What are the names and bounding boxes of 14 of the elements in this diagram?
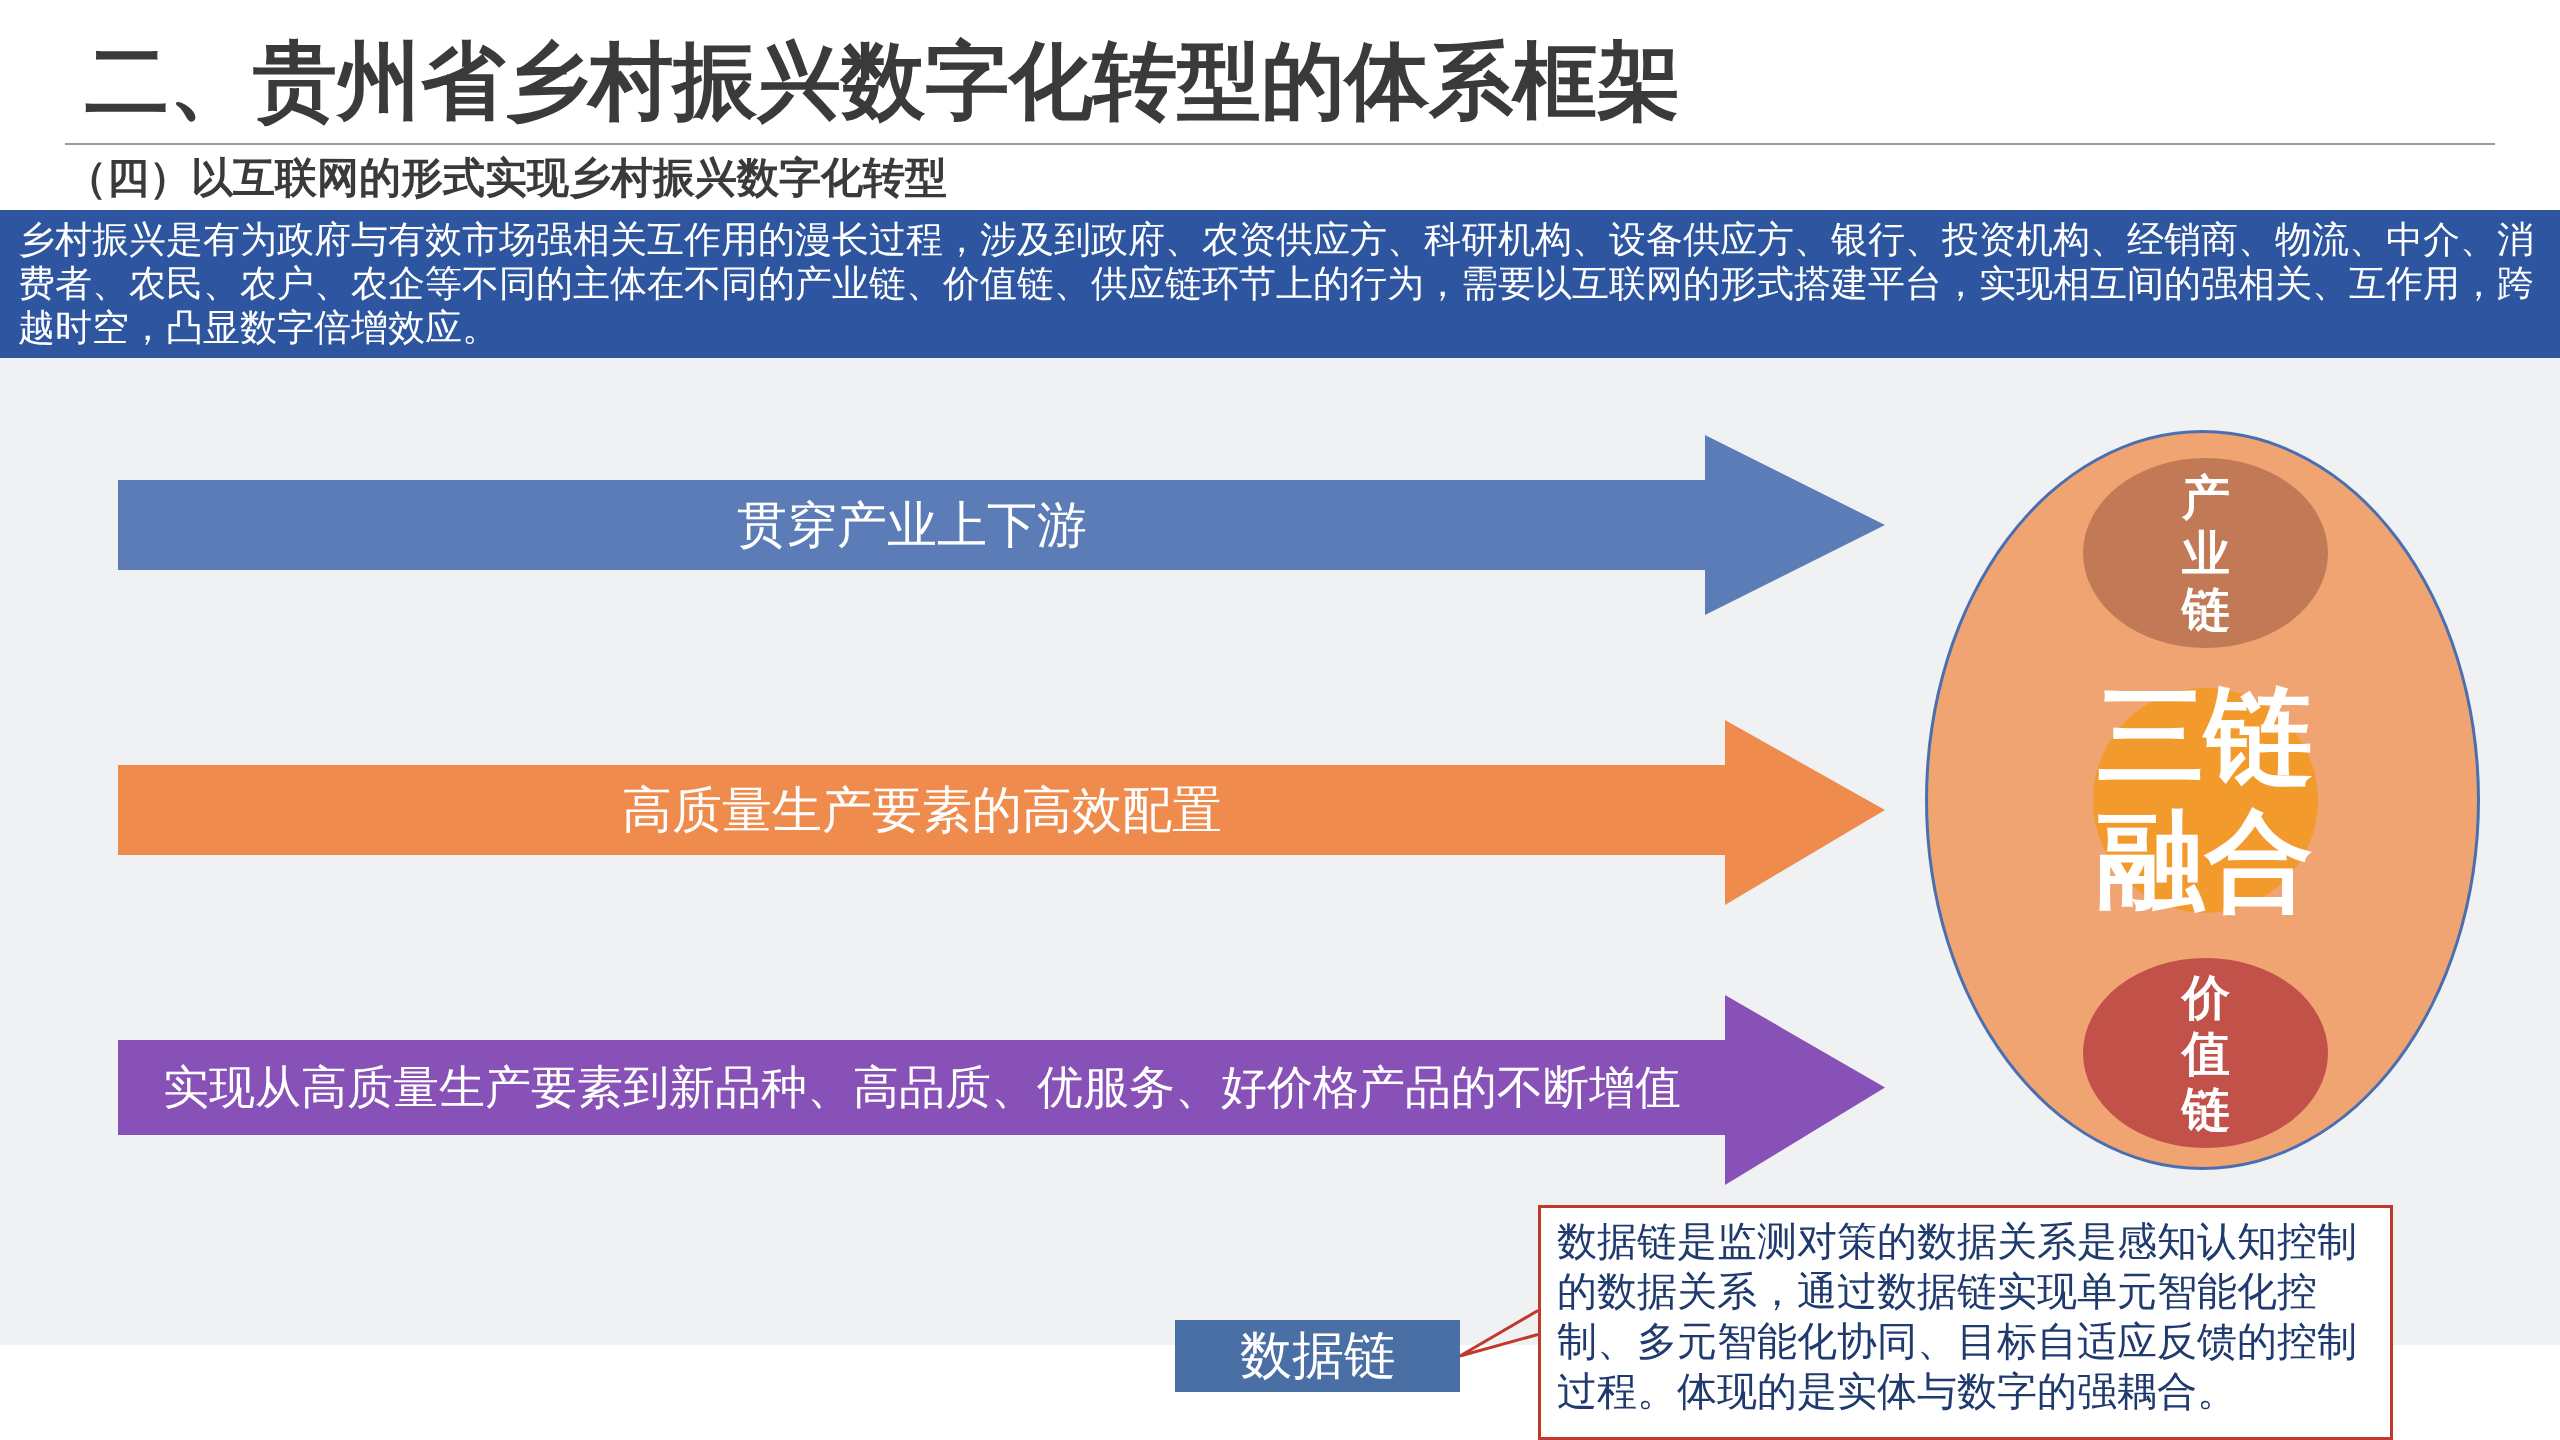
arrow-label: 高质量生产要素的高效配置: [620, 779, 1223, 841]
arrow-label: 贯穿产业上下游: [735, 494, 1088, 556]
callout-box: 数据链是监测对策的数据关系是感知认知控制的数据关系，通过数据链实现单元智能化控制、多元智能化协同、目标自适应反馈的控制过程。体现的是实体与数字的强耦合。: [1538, 1205, 2393, 1440]
slide-title: 二、贵州省乡村振兴数字化转型的体系框架: [85, 31, 1681, 132]
chevron-banner: [118, 435, 1885, 615]
chevron-banner: [118, 995, 1885, 1185]
chain-circle: 产业链: [2083, 458, 2328, 648]
intro-paragraph: 乡村振兴是有为政府与有效市场强相关互作用的漫长过程，涉及到政府、农资供应方、科研机构、设备供应方、银行、投资机构、经销商、物流、中介、消费者、农民、农户、农企等不同的主体在不同的产业链、价值链、供应链环节上的行为，需要以互联网的形式搭建平台，实现相互间的强相关、互作用，跨越时空，凸显数字倍增效应。: [0, 210, 2560, 358]
chevron-banner: [118, 720, 1885, 905]
chain-circle: 价值链: [2083, 958, 2328, 1148]
label-box: 数据链: [1175, 1320, 1460, 1392]
subtitle: （四）以互联网的形式实现乡村振兴数字化转型: [65, 152, 947, 204]
center-title: 三链融合: [2096, 673, 2314, 923]
arrow-label: 实现从高质量生产要素到新品种、高品质、优服务、好价格产品的不断增值: [161, 1058, 1682, 1116]
